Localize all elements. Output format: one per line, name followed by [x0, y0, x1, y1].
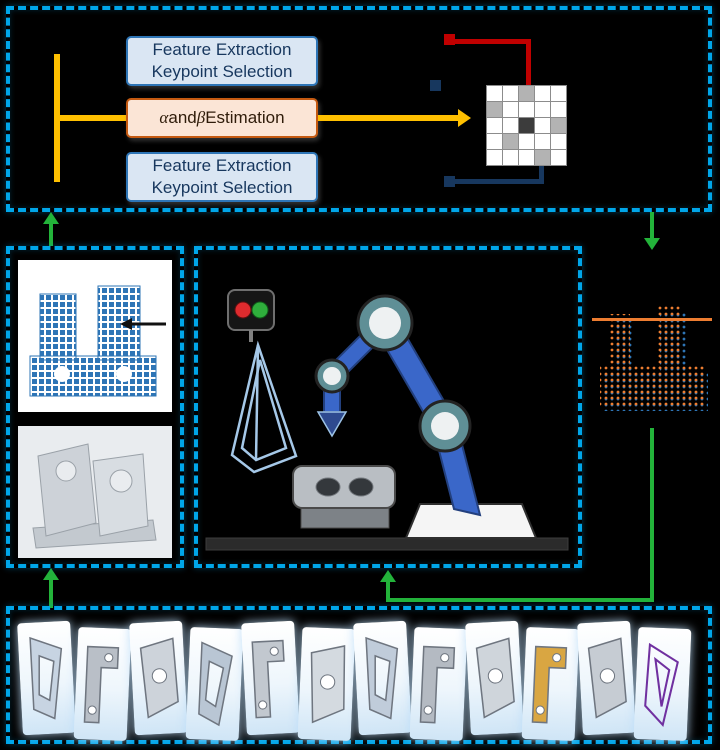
- part-icon: [29, 636, 63, 720]
- voxel-model-icon: [29, 285, 157, 397]
- robot-scene-icon: [205, 289, 569, 551]
- green-arrow-center-up: [386, 582, 390, 600]
- alpha-beta-estimation-box: α and β Estimation: [126, 98, 318, 138]
- feature-extraction-label: Feature Extraction: [152, 39, 292, 59]
- matrix-cell: [503, 102, 518, 117]
- alpha-symbol: α: [159, 108, 169, 127]
- correspondence-matrix: [486, 85, 567, 166]
- part-thumbnail: [73, 626, 132, 742]
- matrix-cell: [519, 118, 534, 133]
- matrix-cell: [551, 134, 566, 149]
- matrix-cell: [503, 134, 518, 149]
- green-line-bottom-horizontal: [386, 598, 654, 602]
- matrix-cell: [519, 150, 534, 165]
- cad-model-icon: [32, 443, 157, 549]
- part-thumbnail: [465, 620, 524, 736]
- part-thumbnail: [241, 620, 300, 736]
- part-icon: [475, 637, 515, 719]
- part-icon: [419, 645, 456, 724]
- part-thumbnail: [129, 620, 188, 736]
- robot-workcell-panel: [194, 246, 582, 568]
- output-connector-line: [318, 115, 458, 121]
- matrix-cell: [535, 150, 550, 165]
- input-connector-line: [54, 115, 128, 121]
- red-connector-h: [455, 39, 531, 44]
- part-thumbnail: [577, 620, 636, 736]
- keypoint-selection-label: Keypoint Selection: [151, 178, 293, 197]
- matrix-cell: [535, 86, 550, 101]
- red-connector-v: [526, 39, 531, 85]
- point-cloud-overlay-icon: [592, 306, 712, 411]
- blue-connector-h: [455, 179, 544, 184]
- model-library-panel: [6, 246, 184, 568]
- wireframe-part-icon: [230, 340, 298, 474]
- blue-connector-v: [539, 166, 544, 182]
- part-icon: [644, 642, 679, 727]
- feature-extraction-label: Feature Extraction: [152, 155, 292, 175]
- cad-model-thumbnail: [18, 426, 172, 558]
- matrix-cell: [503, 150, 518, 165]
- estimation-section: Feature Extraction Keypoint Selection α …: [6, 6, 712, 212]
- part-thumbnail: [185, 626, 244, 742]
- blue-endpoint-square-top: [430, 80, 441, 91]
- part-thumbnail: [17, 620, 76, 736]
- part-icon: [531, 645, 568, 724]
- blue-endpoint-square-bottom: [444, 176, 455, 187]
- part-icon: [251, 639, 285, 719]
- matrix-cell: [487, 150, 502, 165]
- green-arrow-left-up: [49, 224, 53, 246]
- green-arrow-right-down: [650, 212, 654, 238]
- matrix-cell: [551, 102, 566, 117]
- matrix-cell: [503, 86, 518, 101]
- dataset-strip: [17, 618, 692, 742]
- left-arrow-icon: [120, 318, 166, 330]
- matrix-cell: [519, 86, 534, 101]
- green-arrowhead-up-icon: [380, 570, 396, 582]
- yellow-arrowhead-icon: [458, 109, 471, 127]
- feature-extraction-box-top: Feature Extraction Keypoint Selection: [126, 36, 318, 86]
- matrix-cell: [487, 134, 502, 149]
- matrix-cell: [535, 118, 550, 133]
- matrix-cell: [503, 118, 518, 133]
- matrix-cell: [487, 86, 502, 101]
- estimation-suffix-text: Estimation: [205, 108, 285, 127]
- matrix-cell: [551, 150, 566, 165]
- voxel-model-thumbnail: [18, 260, 172, 412]
- part-thumbnail: [353, 620, 412, 736]
- part-thumbnail: [409, 626, 468, 742]
- part-icon: [365, 636, 399, 720]
- green-arrowhead-up-icon: [43, 212, 59, 224]
- part-icon: [139, 637, 179, 719]
- part-thumbnail: [521, 626, 580, 742]
- green-line-right-vertical: [650, 428, 654, 600]
- keypoint-selection-label: Keypoint Selection: [151, 62, 293, 81]
- matrix-cell: [519, 134, 534, 149]
- part-icon: [587, 637, 627, 719]
- registration-result-thumbnail: [592, 294, 712, 426]
- matrix-cell: [487, 118, 502, 133]
- traffic-light-icon: [227, 289, 275, 342]
- red-endpoint-square: [444, 34, 455, 45]
- part-thumbnail: [297, 626, 356, 742]
- beta-symbol: β: [196, 108, 206, 127]
- matrix-cell: [535, 102, 550, 117]
- part-icon: [198, 641, 233, 727]
- green-arrow-left-bottom-up: [49, 580, 53, 608]
- part-thumbnail: [633, 626, 692, 742]
- matrix-cell: [551, 86, 566, 101]
- feature-extraction-box-bottom: Feature Extraction Keypoint Selection: [126, 152, 318, 202]
- matrix-cell: [535, 134, 550, 149]
- matrix-cell: [551, 118, 566, 133]
- matrix-cell: [487, 102, 502, 117]
- green-arrowhead-up-icon: [43, 568, 59, 580]
- estimation-mid-text: and: [168, 108, 197, 127]
- dataset-section: [6, 606, 712, 744]
- part-icon: [310, 645, 346, 724]
- green-arrowhead-down-icon: [644, 238, 660, 250]
- matrix-cell: [519, 102, 534, 117]
- part-icon: [83, 645, 120, 724]
